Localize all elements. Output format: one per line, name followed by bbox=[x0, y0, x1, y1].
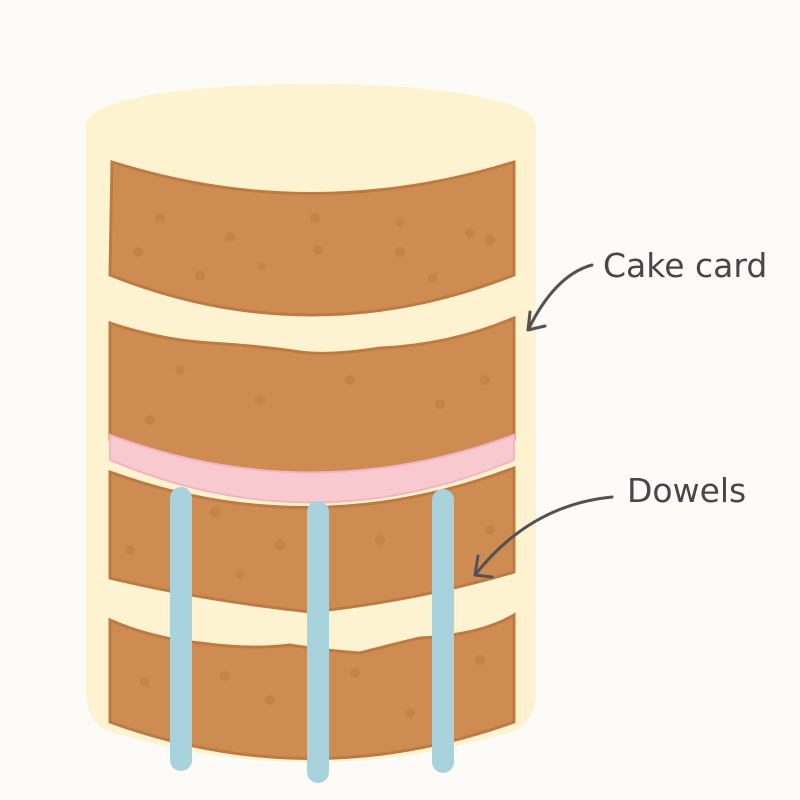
dowels-label: Dowels bbox=[627, 471, 747, 510]
dowels bbox=[170, 487, 454, 783]
cake-layer-1 bbox=[108, 159, 516, 317]
cake-crumbs bbox=[125, 213, 495, 718]
cake-card bbox=[109, 433, 515, 504]
dowels-arrow-icon bbox=[473, 495, 614, 579]
annotation-arrows bbox=[473, 263, 614, 579]
cake-card-arrow-icon bbox=[526, 263, 594, 332]
cake-card-label: Cake card bbox=[603, 246, 768, 285]
